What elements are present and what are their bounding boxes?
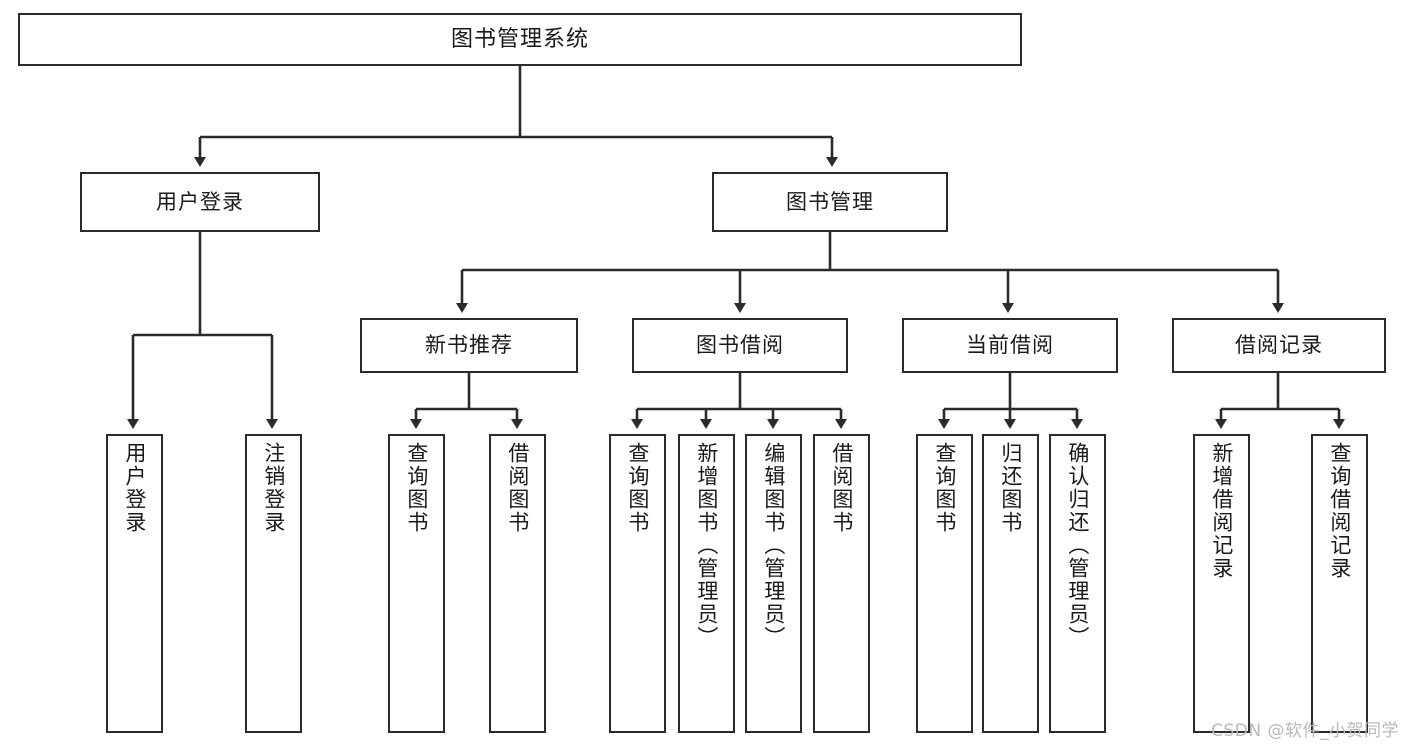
node-book-management[interactable]: 图书管理 — [712, 172, 948, 232]
node-label: 注销登录 — [261, 442, 286, 534]
node-label: 查询图书 — [404, 442, 429, 534]
node-book-borrow[interactable]: 图书借阅 — [632, 318, 848, 373]
node-label: 图书管理 — [786, 189, 874, 214]
leaf-add-book-admin[interactable]: 新增图书（管理员） — [678, 434, 735, 733]
leaf-logout[interactable]: 注销登录 — [245, 434, 302, 733]
node-label: 新增借阅记录 — [1209, 442, 1234, 580]
node-root-system[interactable]: 图书管理系统 — [18, 13, 1022, 66]
node-label: 查询借阅记录 — [1327, 442, 1352, 580]
node-label: 新增图书（管理员） — [694, 442, 719, 649]
leaf-query-borrow-record[interactable]: 查询借阅记录 — [1311, 434, 1368, 733]
leaf-add-borrow-record[interactable]: 新增借阅记录 — [1193, 434, 1250, 733]
leaf-query-book-borrow[interactable]: 查询图书 — [609, 434, 666, 733]
leaf-confirm-return-admin[interactable]: 确认归还（管理员） — [1049, 434, 1106, 733]
leaf-query-book-current[interactable]: 查询图书 — [916, 434, 973, 733]
node-label: 归还图书 — [998, 442, 1023, 534]
csdn-watermark: CSDN @软件_小贺同学 — [1211, 721, 1399, 741]
leaf-borrow-book-recommend[interactable]: 借阅图书 — [489, 434, 546, 733]
node-label: 当前借阅 — [966, 333, 1054, 358]
leaf-user-login[interactable]: 用户登录 — [106, 434, 163, 733]
node-label: 编辑图书（管理员） — [761, 442, 786, 649]
node-label: 图书管理系统 — [450, 26, 589, 52]
leaf-edit-book-admin[interactable]: 编辑图书（管理员） — [745, 434, 802, 733]
node-label: 借阅图书 — [829, 442, 854, 534]
node-label: 用户登录 — [122, 442, 147, 534]
leaf-return-book[interactable]: 归还图书 — [982, 434, 1039, 733]
node-label: 借阅图书 — [505, 442, 530, 534]
node-label: 确认归还（管理员） — [1065, 442, 1090, 649]
node-label: 新书推荐 — [425, 333, 513, 358]
leaf-query-book-recommend[interactable]: 查询图书 — [388, 434, 445, 733]
node-label: 用户登录 — [156, 189, 244, 214]
node-label: 查询图书 — [625, 442, 650, 534]
node-new-book-recommend[interactable]: 新书推荐 — [360, 318, 578, 373]
node-label: 图书借阅 — [696, 333, 784, 358]
node-label: 借阅记录 — [1235, 333, 1323, 358]
node-borrow-record[interactable]: 借阅记录 — [1172, 318, 1386, 373]
node-label: 查询图书 — [932, 442, 957, 534]
leaf-borrow-book[interactable]: 借阅图书 — [813, 434, 870, 733]
node-user-login[interactable]: 用户登录 — [80, 172, 320, 232]
node-current-borrow[interactable]: 当前借阅 — [902, 318, 1118, 373]
